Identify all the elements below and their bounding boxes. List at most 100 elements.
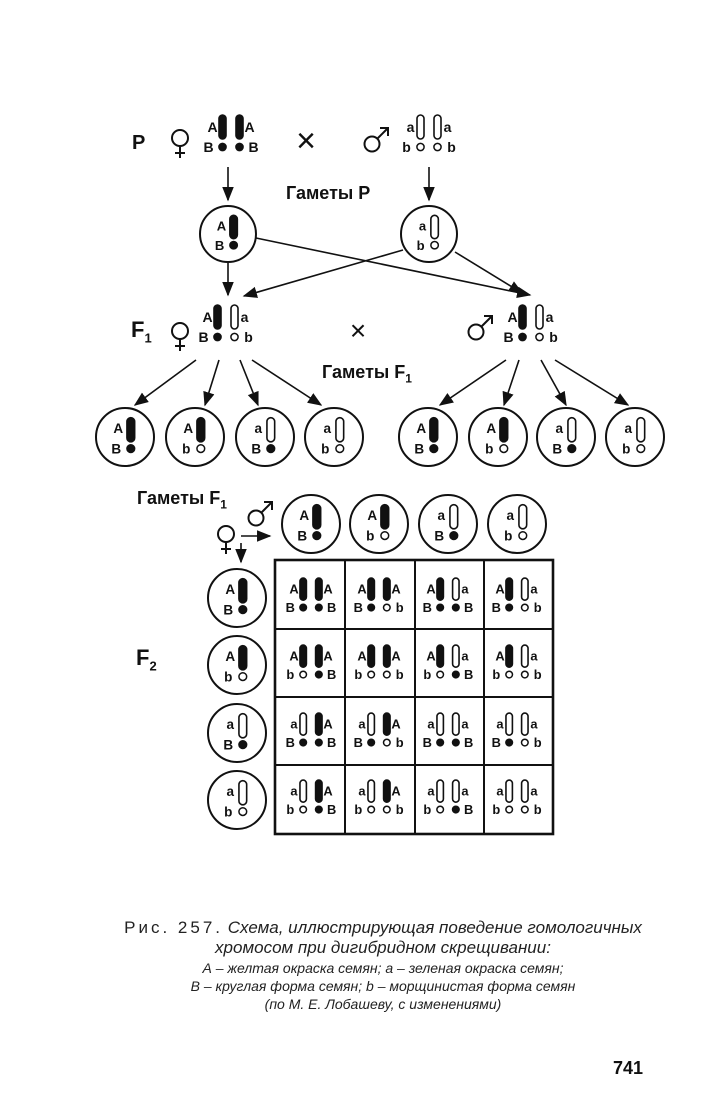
punnett-cell-r2-c1-chromosome-left [299, 644, 308, 668]
gamete-f1-female-2-dot [196, 443, 206, 454]
punnett-cell-r3-c4-allele-top-left: a [496, 717, 504, 732]
punnett-cell-r1-c3-dot-right [451, 603, 460, 612]
male-symbol-f1-head [484, 315, 493, 324]
punnett-cell-r3-c3-allele-top-left: a [427, 717, 435, 732]
punnett-cell-r2-c1-chromosome-right [314, 644, 323, 668]
punnett-cell-r3-c3-chromosome-right [451, 712, 460, 736]
grid-row-gamete-1-circle [207, 568, 267, 628]
male-symbol-f1-stem [480, 316, 492, 328]
punnett-cell-r1-c1-dot-left [299, 603, 308, 612]
gamete-f1-female-1-circle [95, 407, 155, 467]
f2-label-sub: 2 [149, 658, 157, 674]
arrow-f1-female-to-gamete-4 [251, 359, 323, 406]
gamete-f1-female-4-allele-top: a [323, 421, 331, 436]
punnett-cell-r4-c3-allele-top-left: a [427, 784, 435, 799]
punnett-cell-r2-c1-allele-bottom-right: B [327, 667, 336, 682]
grid-row-gamete-1-allele-bottom: B [223, 602, 233, 617]
f1-male-genotype-chromosome-left [518, 304, 527, 330]
gamete-f1-female-4-chromosome [335, 416, 345, 443]
punnett-cell-r3-c1-allele-top-right: A [323, 717, 332, 732]
grid-row-gamete-3-chromosome [238, 712, 248, 739]
arrow-f1-male-to-gamete-1 [438, 359, 507, 406]
punnett-cell-r3-c1-allele-bottom-right: B [327, 735, 336, 750]
gamete-f1-female-3-chromosome [266, 416, 276, 443]
gamete-f1-male-2-dot [499, 443, 509, 454]
punnett-cell-r3-c1-chromosome-right [314, 712, 323, 736]
f1-female-genotype-chromosome-right [230, 304, 239, 330]
grid-header-gamete-3-chromosome [449, 503, 459, 530]
gamete-f1-male-4-dot [636, 443, 646, 454]
caption-line-4: В – круглая форма семян; b – морщинистая… [190, 978, 576, 994]
figure-caption: Рис. 257. Схема, иллюстрирующая поведени… [60, 918, 706, 1012]
punnett-cell-r4-c2-dot-left [367, 805, 376, 814]
grid-header-gamete-1-dot [312, 530, 322, 541]
punnett-cell-r4-c1-allele-top-right: A [323, 784, 332, 799]
punnett-cell-r4-c4-allele-top-left: a [496, 784, 504, 799]
punnett-cell-r1-c3-allele-bottom-right: B [464, 600, 473, 615]
punnett-cell-r2-c3-allele-bottom-left: b [423, 667, 431, 682]
punnett-cell-r4-c1-chromosome-left [299, 779, 308, 803]
punnett-cell-r4-c4-allele-bottom-left: b [492, 802, 500, 817]
punnett-cell-r4-c2-allele-bottom-right: b [396, 802, 404, 817]
male-symbol-p [363, 135, 381, 153]
punnett-cell-r1-c2-allele-bottom-left: B [354, 600, 363, 615]
punnett-cell-r4-c4-allele-top-right: a [530, 784, 538, 799]
punnett-cell-r2-c1-dot-right [314, 670, 323, 679]
grid-header-gamete-3-allele-bottom: B [434, 528, 444, 543]
punnett-cell-r2-c4-dot-right [520, 670, 529, 679]
punnett-cell-r2-c1-dot-left [299, 670, 308, 679]
gamete-f1-female-4-allele-bottom: b [321, 441, 329, 456]
p-female-genotype-allele-bottom-left: B [203, 139, 213, 155]
punnett-cell-r4-c2-chromosome-left [367, 779, 376, 803]
f1-label-sub: 1 [144, 330, 152, 346]
f1-female-genotype-allele-top-left: A [202, 309, 212, 325]
punnett-cell-r3-c2-allele-bottom-right: b [396, 735, 404, 750]
female-symbol-grid [217, 525, 235, 543]
f1-male-genotype-allele-bottom-left: B [503, 329, 513, 345]
f2-label-main: F [136, 645, 150, 670]
punnett-cell-r3-c4-allele-bottom-right: b [534, 735, 542, 750]
punnett-cell-r2-c2-allele-bottom-left: b [354, 667, 362, 682]
punnett-cell-r1-c1-allele-bottom-right: B [327, 600, 336, 615]
gamete-p-female-circle [199, 205, 257, 263]
f1-female-genotype-dot-left [213, 332, 222, 342]
punnett-cell-r4-c4-chromosome-right [520, 779, 529, 803]
grid-row-gamete-2-allele-top: A [225, 649, 235, 664]
punnett-cell-r2-c3-allele-bottom-right: B [464, 667, 473, 682]
f1-male-genotype-chromosome-right [535, 304, 544, 330]
punnett-cell-r4-c1-allele-bottom-left: b [286, 802, 294, 817]
gamete-f1-female-2-circle [165, 407, 225, 467]
p-female-genotype-allele-top-left: A [207, 119, 217, 135]
gametes-p-label: Гаметы P [286, 183, 371, 203]
gamete-f1-male-3-chromosome [567, 416, 577, 443]
gamete-f1-male-2-circle [468, 407, 528, 467]
punnett-cell-r2-c1-allele-top-right: A [323, 649, 332, 664]
gamete-p-female-chromosome [229, 214, 239, 240]
grid-header-gamete-2-circle [349, 494, 409, 554]
punnett-cell-r2-c1-allele-top-left: A [289, 649, 298, 664]
male-symbol-f1 [467, 323, 485, 341]
gamete-f1-male-3-dot [567, 443, 577, 454]
gamete-f1-male-1-allele-top: A [416, 421, 426, 436]
punnett-cell-r2-c2-dot-right [382, 670, 391, 679]
gametes-f1-grid-sub: 1 [220, 497, 227, 512]
punnett-cell-r3-c3-allele-top-right: a [461, 717, 469, 732]
f1-male-genotype-allele-top-left: A [507, 309, 517, 325]
f1-female-genotype-allele-bottom-left: B [198, 329, 208, 345]
grid-header-gamete-3-dot [449, 530, 459, 541]
gamete-f1-female-3-dot [266, 443, 276, 454]
p-female-genotype-allele-top-right: A [244, 119, 254, 135]
punnett-cell-r1-c4-dot-right [520, 603, 529, 612]
p-female-genotype-allele-bottom-right: B [248, 139, 258, 155]
punnett-cell-r2-c3-dot-right [451, 670, 460, 679]
gamete-f1-male-2-allele-top: A [486, 421, 496, 436]
punnett-cell-r2-c3-chromosome-right [451, 644, 460, 668]
gametes-f1-top-label: Гаметы F1 [322, 362, 412, 386]
punnett-cell-r4-c4-dot-left [505, 805, 514, 814]
punnett-cell-r1-c3-chromosome-right [451, 577, 460, 601]
punnett-cell-r2-c4-allele-bottom-right: b [534, 667, 542, 682]
gamete-f1-female-3-allele-bottom: B [251, 441, 261, 456]
gametes-f1-top-main: Гаметы F [322, 362, 406, 382]
grid-header-gamete-3-circle [418, 494, 478, 554]
grid-header-gamete-1-chromosome [312, 503, 322, 530]
